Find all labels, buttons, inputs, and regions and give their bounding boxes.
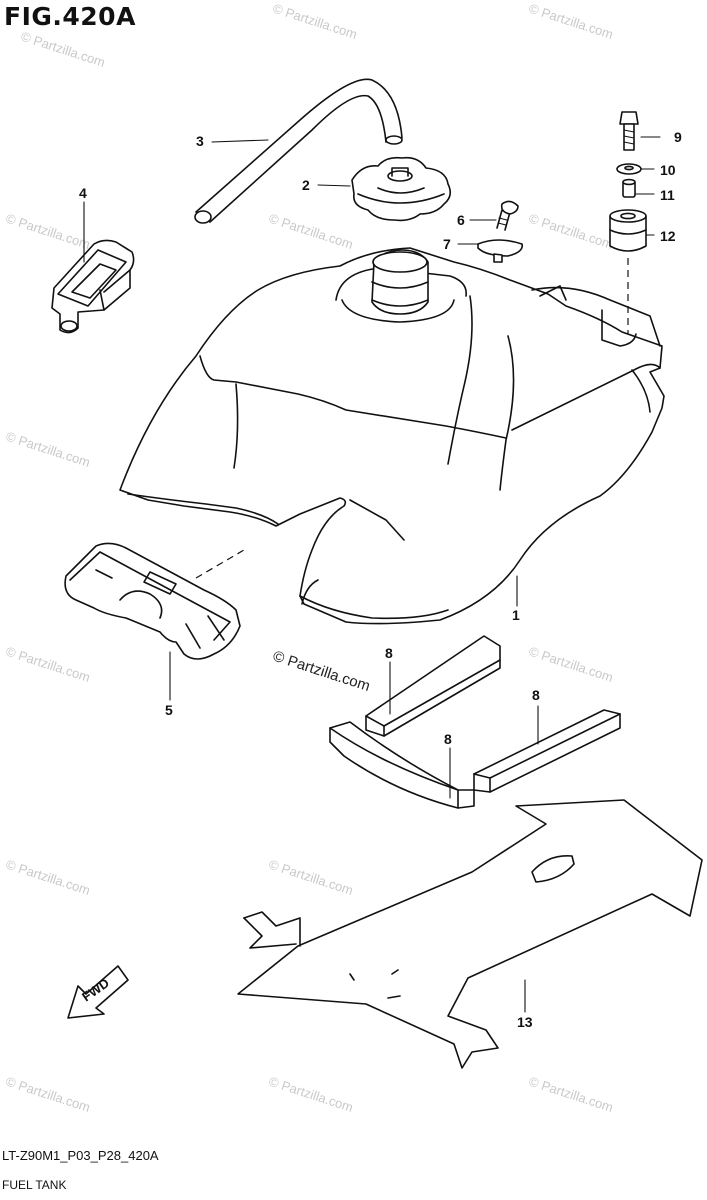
watermark: © Partzilla.com	[267, 1074, 355, 1115]
watermark: © Partzilla.com	[4, 644, 92, 685]
part-6-screw	[496, 200, 519, 231]
callout-11: 11	[660, 187, 675, 203]
part-5-bracket	[64, 542, 241, 660]
figure-title: FIG.420A	[4, 2, 136, 31]
callout-6: 6	[457, 212, 465, 228]
part-12-grommet	[609, 209, 647, 252]
callout-10: 10	[660, 162, 676, 178]
callout-9: 9	[674, 129, 682, 145]
watermark: © Partzilla.com	[4, 1074, 92, 1115]
watermark: © Partzilla.com	[267, 211, 355, 252]
watermark: © Partzilla.com	[267, 857, 355, 898]
part-9-bolt	[619, 111, 639, 151]
leader-line	[195, 549, 245, 579]
leader-lines	[83, 136, 661, 1013]
watermark: © Partzilla.com	[527, 1074, 615, 1115]
part-11-collar	[622, 178, 636, 198]
callout-8a: 8	[385, 645, 393, 661]
part-10-washer	[616, 163, 642, 175]
part-7-plate	[477, 239, 524, 263]
watermark: © Partzilla.com	[527, 1, 615, 42]
part-8-cushion-lower-right	[473, 709, 621, 793]
callout-1: 1	[512, 607, 520, 623]
watermark: © Partzilla.com	[527, 644, 615, 685]
part-4-mount	[51, 239, 135, 334]
part-13-heat-shield	[237, 799, 703, 1069]
callout-13: 13	[517, 1014, 533, 1030]
center-watermark: © Partzilla.com	[271, 648, 372, 695]
callout-2: 2	[302, 177, 310, 193]
callout-4: 4	[79, 185, 87, 201]
callout-5: 5	[165, 702, 173, 718]
watermark: © Partzilla.com	[4, 857, 92, 898]
watermark: © Partzilla.com	[527, 211, 615, 252]
watermark: © Partzilla.com	[19, 29, 107, 70]
callout-12: 12	[660, 228, 676, 244]
part-8-cushion-upper	[365, 635, 501, 737]
callout-8c: 8	[532, 687, 540, 703]
callout-7: 7	[443, 236, 451, 252]
part-3-breather-hose	[194, 78, 403, 224]
watermark: © Partzilla.com	[271, 1, 359, 42]
watermark: © Partzilla.com	[4, 429, 92, 470]
callout-8b-label: 8	[444, 731, 452, 747]
drawing-code: LT-Z90M1_P03_P28_420A	[2, 1148, 159, 1163]
part-8-cushion-lower-left	[329, 721, 475, 809]
figure-caption: FUEL TANK	[2, 1178, 67, 1192]
fwd-arrow-icon: FWD	[67, 965, 129, 1019]
part-2-fuel-cap	[351, 156, 452, 222]
part-1-fuel-tank	[119, 247, 665, 625]
callouts: 3 2 4 6 7 9 10 11 12 1 5 8 8 8 8 13	[79, 129, 682, 1030]
callout-3: 3	[196, 133, 204, 149]
watermark: © Partzilla.com	[4, 211, 92, 252]
